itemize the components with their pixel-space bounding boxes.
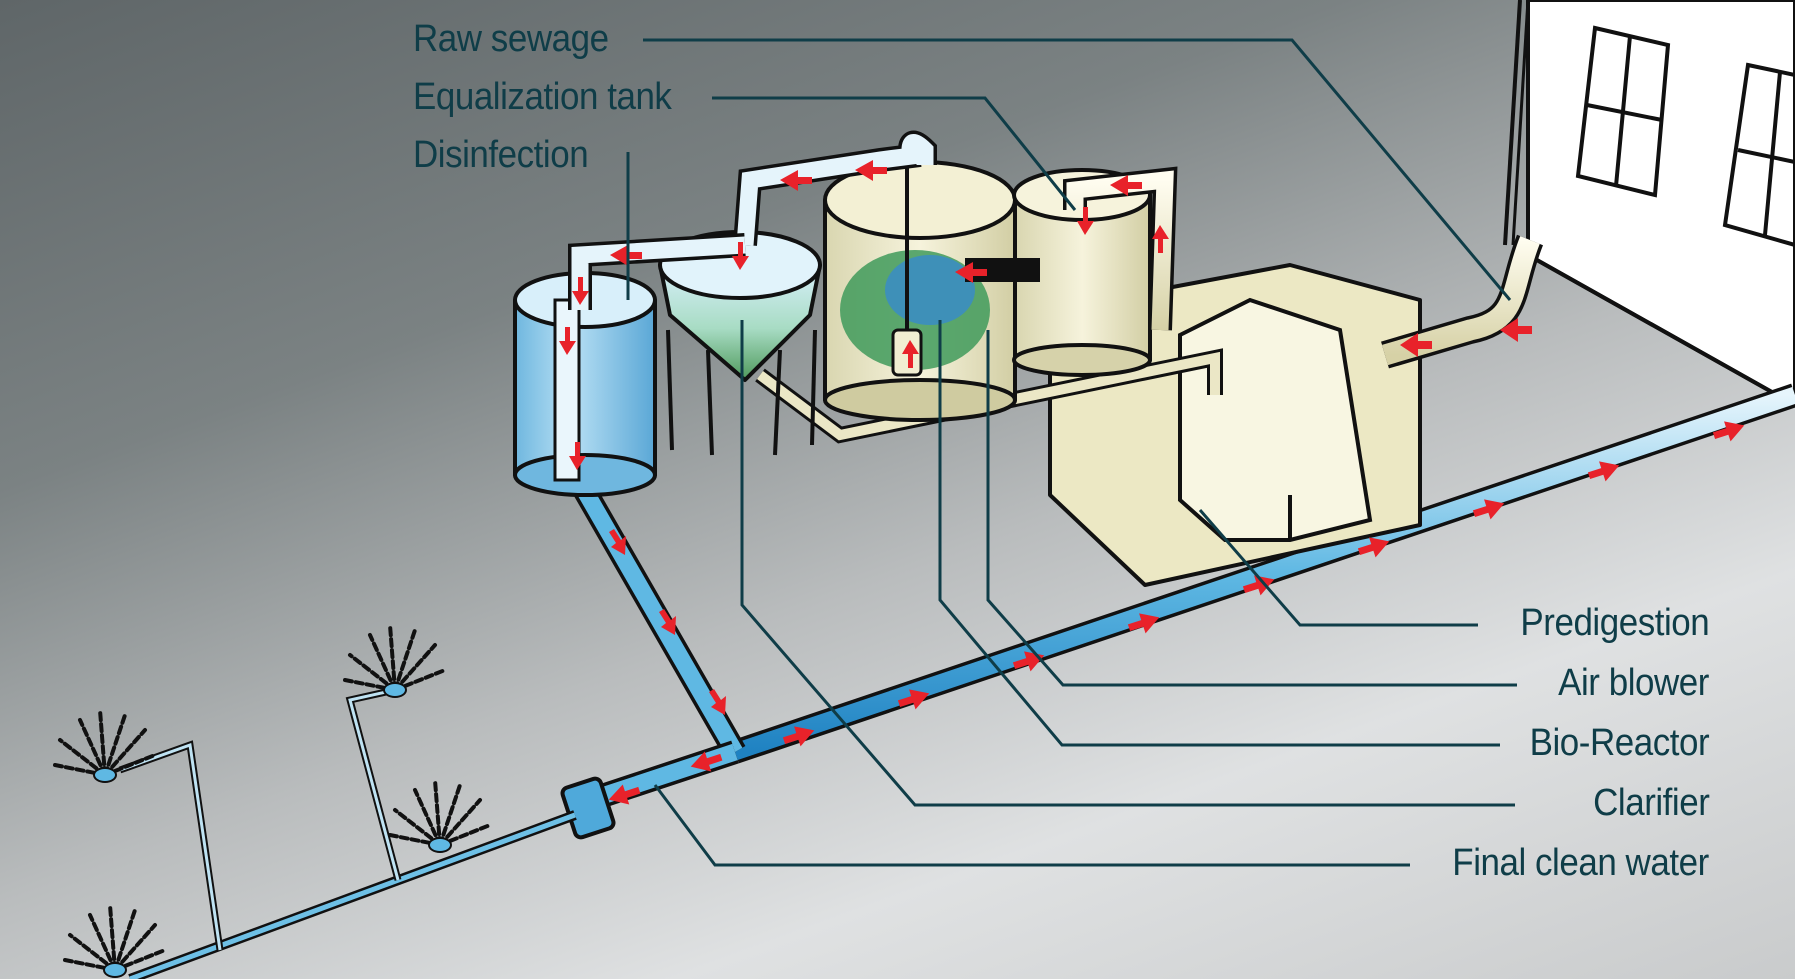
label-air-blower: Air blower [1558,662,1709,704]
window-icon [1575,25,1671,198]
leader-predigestion [1198,509,1478,627]
flow-arrow-icon [732,242,749,270]
bio-reactor-tank [823,150,1017,422]
leader-raw-sewage [643,38,1512,301]
label-equalization-tank: Equalization tank [413,76,672,118]
flow-arrow-icon [897,689,930,710]
flow-arrow-icon [1152,225,1169,253]
flow-arrow-icon [1712,421,1745,442]
leader-air-blower [986,330,1517,687]
flow-arrow-icon [1242,575,1275,596]
label-bio-reactor: Bio-Reactor [1529,722,1709,764]
sprinkler-head [93,682,452,978]
label-raw-sewage: Raw sewage [413,18,609,60]
flow-arrow-icon [690,751,723,772]
flow-arrow-icon [659,609,676,635]
leader-bio-reactor [938,320,1500,747]
flow-arrow-icon [572,277,589,305]
flow-arrow-icon [1472,499,1505,520]
window-icon [1722,62,1795,248]
flow-arrow-icon [955,262,987,283]
flow-arrow-icon [1110,175,1142,196]
flow-arrow-icon [610,245,642,266]
flow-arrow-icon [1500,318,1532,342]
leader-clarifier [740,320,1515,807]
flow-arrow-icon [1077,207,1094,235]
sewage-inlet-pipe [1381,234,1544,369]
sprinkler-icon [53,623,492,972]
label-disinfection: Disinfection [413,134,589,176]
flow-arrow-icon [709,689,726,715]
flow-arrows [559,160,1745,805]
flow-arrow-icon [902,340,919,368]
flow-arrow-icon [780,170,812,191]
flow-arrow-icon [1587,461,1620,482]
label-final-clean-water: Final clean water [1452,842,1710,884]
flow-arrow-icon [1127,613,1160,634]
flow-arrow-icon [855,160,887,181]
flow-arrow-icon [782,726,815,747]
house-building [1503,0,1795,407]
flow-arrow-icon [609,529,626,555]
flow-arrow-icon [559,327,576,355]
leader-equalization-tank [712,96,1077,211]
flow-arrow-icon [569,442,586,470]
label-predigestion: Predigestion [1520,602,1709,644]
label-clarifier: Clarifier [1592,782,1710,824]
leader-final-clean-water [653,784,1410,867]
leader-lines [626,38,1517,867]
flow-arrow-icon [1357,537,1390,558]
flow-arrow-icon [608,784,641,805]
flow-arrow-icon [1400,333,1432,357]
